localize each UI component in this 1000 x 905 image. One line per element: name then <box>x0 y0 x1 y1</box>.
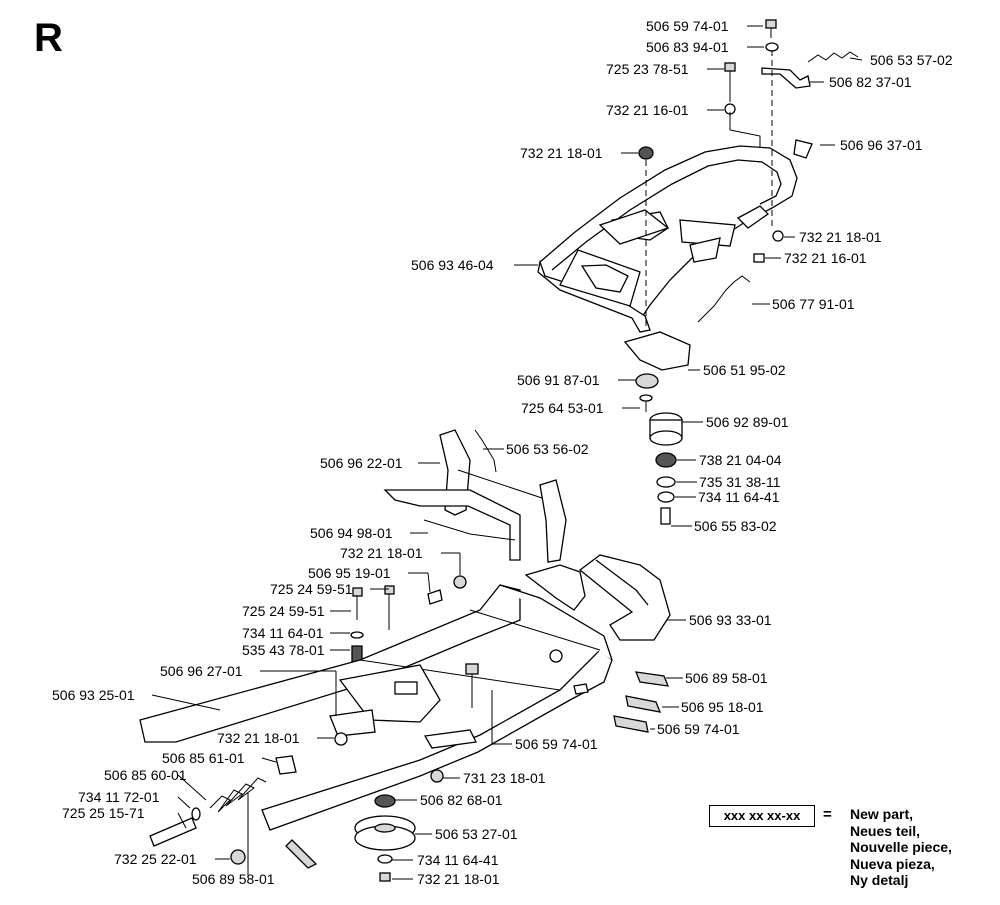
legend-line: Neues teil, <box>850 822 921 839</box>
part-label: 506 53 27-01 <box>435 826 518 842</box>
part-label: 506 92 89-01 <box>706 414 789 430</box>
part-label: 732 21 18-01 <box>799 229 882 245</box>
seat-frame-drawing <box>537 19 859 525</box>
part-label: 506 85 60-01 <box>104 767 187 783</box>
part-label: 732 21 18-01 <box>417 871 500 887</box>
part-label: 506 51 95-02 <box>703 362 786 378</box>
leader-lines <box>151 25 863 880</box>
part-label: 725 64 53-01 <box>521 400 604 416</box>
part-label: 734 11 72-01 <box>78 789 160 805</box>
part-label: 725 24 59-51 <box>270 581 353 597</box>
part-label: 506 83 94-01 <box>646 39 729 55</box>
part-label: 506 85 61-01 <box>162 750 245 766</box>
bolt-head-icon <box>765 19 777 29</box>
legend-line: Nueva pieza, <box>850 855 935 872</box>
part-label: 506 59 74-01 <box>657 721 740 737</box>
part-label: 731 23 18-01 <box>463 770 546 786</box>
part-label: 506 94 98-01 <box>310 525 393 541</box>
part-label: 506 95 19-01 <box>308 565 391 581</box>
part-label: 738 21 04-04 <box>699 452 782 468</box>
part-label: 732 21 16-01 <box>606 102 689 118</box>
legend-equals: = <box>823 806 832 823</box>
part-label: 732 21 16-01 <box>784 250 867 266</box>
legend-line: Ny detalj <box>850 872 909 888</box>
lift-linkage-drawing <box>139 429 671 882</box>
part-label: 506 53 57-02 <box>870 52 953 68</box>
part-label: 725 25 15-71 <box>62 805 145 821</box>
part-label: 506 59 74-01 <box>646 18 729 34</box>
part-label: 506 82 68-01 <box>420 792 503 808</box>
part-label: 734 11 64-41 <box>698 489 780 505</box>
legend-text: New part, Neues teil, Nouvelle piece, Nu… <box>850 806 952 889</box>
part-label: 506 93 25-01 <box>52 687 135 703</box>
part-label: 725 23 78-51 <box>606 61 689 77</box>
part-label: 732 25 22-01 <box>114 851 197 867</box>
part-label: 506 96 22-01 <box>320 455 403 471</box>
part-label: 506 55 83-02 <box>694 518 777 534</box>
part-label: 535 43 78-01 <box>242 642 325 658</box>
part-label: 506 77 91-01 <box>772 296 855 312</box>
part-label: 732 21 18-01 <box>217 730 300 746</box>
part-label: 725 24 59-51 <box>242 603 325 619</box>
part-label: 734 11 64-41 <box>417 852 499 868</box>
part-label: 506 95 18-01 <box>681 699 764 715</box>
legend-line: New part, <box>850 806 914 822</box>
part-label: 506 82 37-01 <box>829 74 912 90</box>
part-label: 506 59 74-01 <box>515 736 598 752</box>
part-label: 506 93 46-04 <box>411 257 494 273</box>
part-label: 506 89 58-01 <box>685 670 768 686</box>
part-label: 506 91 87-01 <box>517 372 600 388</box>
part-label: 506 96 37-01 <box>840 137 923 153</box>
part-label: 506 93 33-01 <box>689 612 772 628</box>
bracket-icon <box>761 67 811 89</box>
part-label: 732 21 18-01 <box>340 545 423 561</box>
part-label: 732 21 18-01 <box>520 145 603 161</box>
part-label: 506 53 56-02 <box>506 441 589 457</box>
legend-part-placeholder: xxx xx xx-xx <box>709 805 815 827</box>
part-label: 506 96 27-01 <box>160 663 243 679</box>
part-label: 735 31 38-11 <box>699 474 781 490</box>
washer-icon <box>765 42 779 52</box>
section-letter: R <box>34 16 63 60</box>
part-label: 506 89 58-01 <box>192 871 275 887</box>
legend-line: Nouvelle piece, <box>850 839 952 855</box>
part-label: 734 11 64-01 <box>242 625 324 641</box>
